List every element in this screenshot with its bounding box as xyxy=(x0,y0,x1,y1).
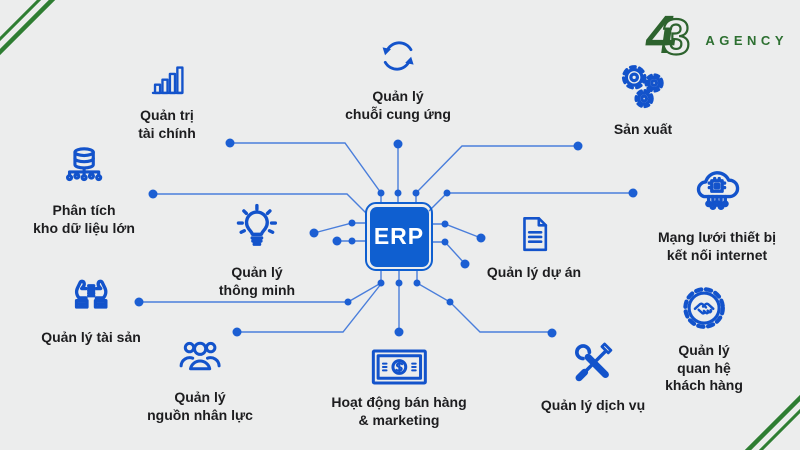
node-label: Quản lý dịch vụ xyxy=(540,397,646,413)
bar-chart-icon xyxy=(151,66,184,95)
node-human-resources: Quản lý nguồn nhân lực xyxy=(147,332,253,424)
node-label: chuỗi cung ứng xyxy=(345,105,451,122)
node-sales-marketing: Hoạt động bán hàng & marketing xyxy=(331,349,467,429)
node-label: Sản xuất xyxy=(613,121,673,137)
wrench-screwdriver-icon xyxy=(575,342,613,382)
node-label: Quản lý xyxy=(678,342,730,358)
node-label: Quản lý xyxy=(372,88,424,104)
node-label: tài chính xyxy=(138,124,196,141)
node-label: Mạng lưới thiết bị xyxy=(657,229,777,245)
node-asset-management: Quản lý tài sản xyxy=(41,266,141,347)
brand-name: AGENCY xyxy=(705,32,788,48)
gear-handshake-icon xyxy=(683,287,725,329)
node-finance-management: Quản trị tài chính xyxy=(138,60,196,142)
node-label: Hoạt động bán hàng xyxy=(331,394,467,410)
cloud-chip-icon xyxy=(696,171,740,210)
logo-digit-3: 3 xyxy=(661,8,691,66)
node-label: kho dữ liệu lớn xyxy=(33,219,135,236)
node-supply-chain: Quản lý chuỗi cung ứng xyxy=(345,33,451,123)
node-service-management: Quản lý dịch vụ xyxy=(541,336,645,415)
node-label: kết nối internet xyxy=(666,246,768,263)
lightbulb-icon xyxy=(236,203,278,246)
node-label: Quản lý xyxy=(174,389,226,405)
node-big-data-analytics: Phân tích kho dữ liệu lớn xyxy=(33,143,135,237)
brand-logo: 4 3 AGENCY xyxy=(642,5,788,68)
node-iot-network: Mạng lưới thiết bị kết nối internet xyxy=(658,166,776,264)
node-project-management: Quản lý dự án xyxy=(487,213,581,282)
node-smart-management: Quản lý thông minh xyxy=(219,201,295,299)
node-label: Phân tích xyxy=(52,202,116,218)
database-network-icon xyxy=(65,147,103,182)
gears-icon xyxy=(622,65,664,109)
node-label: & marketing xyxy=(358,411,440,428)
node-label: Quản trị xyxy=(140,107,194,123)
people-icon xyxy=(179,341,221,371)
banknote-icon xyxy=(371,349,427,385)
erp-core-label: ERP xyxy=(369,206,429,267)
node-label: Quản lý xyxy=(231,264,283,280)
node-label: khách hàng xyxy=(665,377,743,393)
node-customer-relationship: Quản lý quan hệ khách hàng xyxy=(665,283,743,395)
node-label: Quản lý tài sản xyxy=(41,329,141,345)
node-label: thông minh xyxy=(218,281,296,298)
document-icon xyxy=(523,216,548,252)
brand-logo-mark: 4 3 xyxy=(642,5,700,68)
node-label: Quản lý dự án xyxy=(486,264,582,280)
node-label: quan hệ xyxy=(677,359,731,376)
node-label: nguồn nhân lực xyxy=(147,406,253,423)
cycle-arrows-icon xyxy=(382,41,414,71)
erp-core: ERP xyxy=(365,202,433,271)
hands-protect-icon xyxy=(74,279,108,309)
circuit-dots xyxy=(134,138,638,338)
node-production: Sản xuất xyxy=(614,60,672,139)
